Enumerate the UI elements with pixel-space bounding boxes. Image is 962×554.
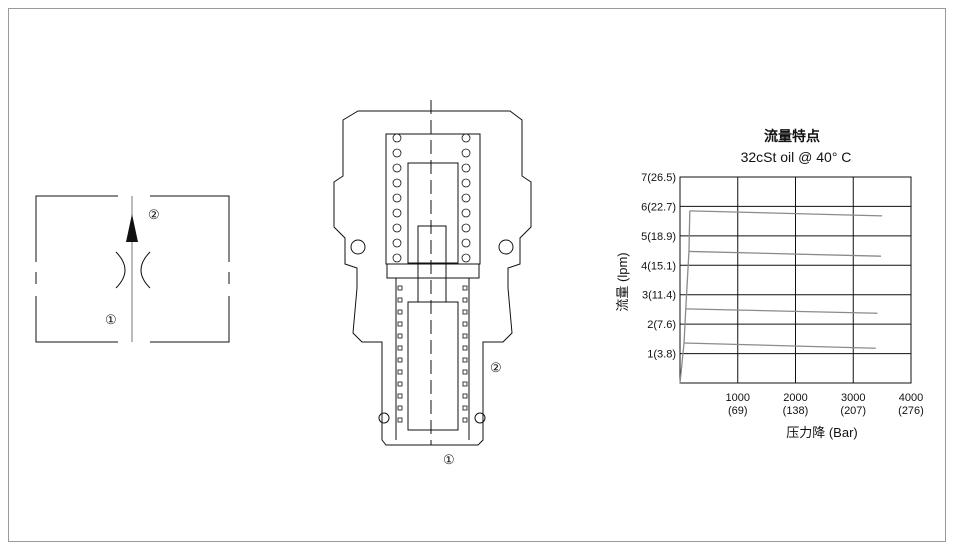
spring-coil xyxy=(461,178,471,188)
spring-coil xyxy=(461,193,471,203)
series-setting-1 xyxy=(684,342,876,349)
x-tick-sublabel: (138) xyxy=(783,405,809,417)
series-setting-4 xyxy=(689,210,883,217)
series-setting-3 xyxy=(688,250,881,257)
section-port-1: ① xyxy=(443,452,455,467)
spring-coil xyxy=(397,309,403,315)
spring-coil xyxy=(462,393,468,399)
spring-coil xyxy=(397,381,403,387)
spring-coil xyxy=(462,345,468,351)
spring-coil xyxy=(462,297,468,303)
x-tick-label: 4000 xyxy=(899,392,923,404)
y-tick-label: 3(11.4) xyxy=(642,290,676,302)
spring-coil xyxy=(462,357,468,363)
symbol-port-1: ① xyxy=(105,312,117,327)
spring-coil xyxy=(392,193,402,203)
series-envelope xyxy=(679,210,691,384)
spring-coil xyxy=(462,321,468,327)
spring-coil xyxy=(462,405,468,411)
spring-coil xyxy=(462,285,468,291)
spring-coil xyxy=(392,253,402,263)
spring-coil xyxy=(397,285,403,291)
spring-coil xyxy=(461,133,471,143)
spring-coil xyxy=(397,333,403,339)
spring-coil xyxy=(461,148,471,158)
spring-coil xyxy=(392,148,402,158)
spring-coil xyxy=(461,238,471,248)
flow-arrow-icon xyxy=(126,214,138,242)
spring-coil xyxy=(392,178,402,188)
spring-coil xyxy=(461,253,471,263)
y-tick-label: 7(26.5) xyxy=(641,172,676,184)
spring-coil xyxy=(462,333,468,339)
y-axis-label: 流量 (lpm) xyxy=(615,252,630,311)
symbol-port-2: ② xyxy=(148,207,160,222)
chart-title: 流量特点 xyxy=(764,128,820,144)
y-tick-label: 1(3.8) xyxy=(647,349,676,361)
spring-coil xyxy=(462,417,468,423)
spring-coil xyxy=(392,208,402,218)
spring-coil xyxy=(462,381,468,387)
spring-coil xyxy=(397,357,403,363)
section-port-2: ② xyxy=(490,360,502,375)
spring-coil xyxy=(462,369,468,375)
spring-coil xyxy=(397,405,403,411)
spring-coil xyxy=(392,133,402,143)
y-tick-label: 6(22.7) xyxy=(641,201,676,213)
spring-coil xyxy=(461,223,471,233)
spring-coil xyxy=(392,238,402,248)
spring-coil xyxy=(462,309,468,315)
x-axis-label: 压力降 (Bar) xyxy=(786,425,858,440)
y-tick-label: 2(7.6) xyxy=(647,319,676,331)
series-setting-2 xyxy=(685,308,878,314)
spring-coil xyxy=(397,321,403,327)
x-tick-sublabel: (69) xyxy=(728,405,748,417)
spring-coil xyxy=(397,369,403,375)
chart-subtitle: 32cSt oil @ 40° C xyxy=(741,149,852,165)
y-tick-label: 5(18.9) xyxy=(641,231,676,243)
y-tick-label: 4(15.1) xyxy=(641,260,676,272)
x-tick-sublabel: (207) xyxy=(840,405,866,417)
x-tick-sublabel: (276) xyxy=(898,405,924,417)
spring-coil xyxy=(397,297,403,303)
spring-coil xyxy=(397,345,403,351)
spring-coil xyxy=(392,223,402,233)
spring-coil xyxy=(461,163,471,173)
drawing-frame xyxy=(8,8,946,542)
x-tick-label: 3000 xyxy=(841,392,865,404)
x-tick-label: 1000 xyxy=(726,392,750,404)
spring-coil xyxy=(461,208,471,218)
x-tick-label: 2000 xyxy=(783,392,807,404)
spring-coil xyxy=(392,163,402,173)
spring-coil xyxy=(397,393,403,399)
spring-coil xyxy=(397,417,403,423)
